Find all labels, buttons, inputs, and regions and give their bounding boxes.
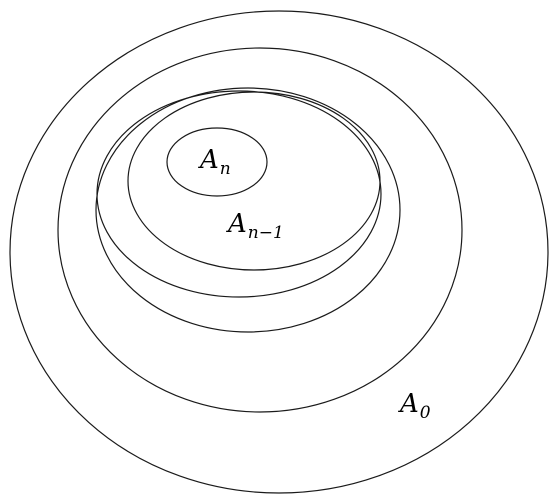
set-ring-4 bbox=[57, 47, 463, 413]
set-ring-a0 bbox=[9, 10, 549, 494]
set-ring-2 bbox=[96, 90, 382, 298]
label-a-n: An bbox=[198, 145, 231, 179]
set-ring-an-minus-1 bbox=[127, 91, 381, 271]
set-ring-3 bbox=[95, 87, 401, 333]
set-ring-an bbox=[166, 127, 268, 197]
label-a-n-minus-1: An−1 bbox=[226, 209, 284, 243]
label-a-0: A0 bbox=[398, 389, 431, 423]
